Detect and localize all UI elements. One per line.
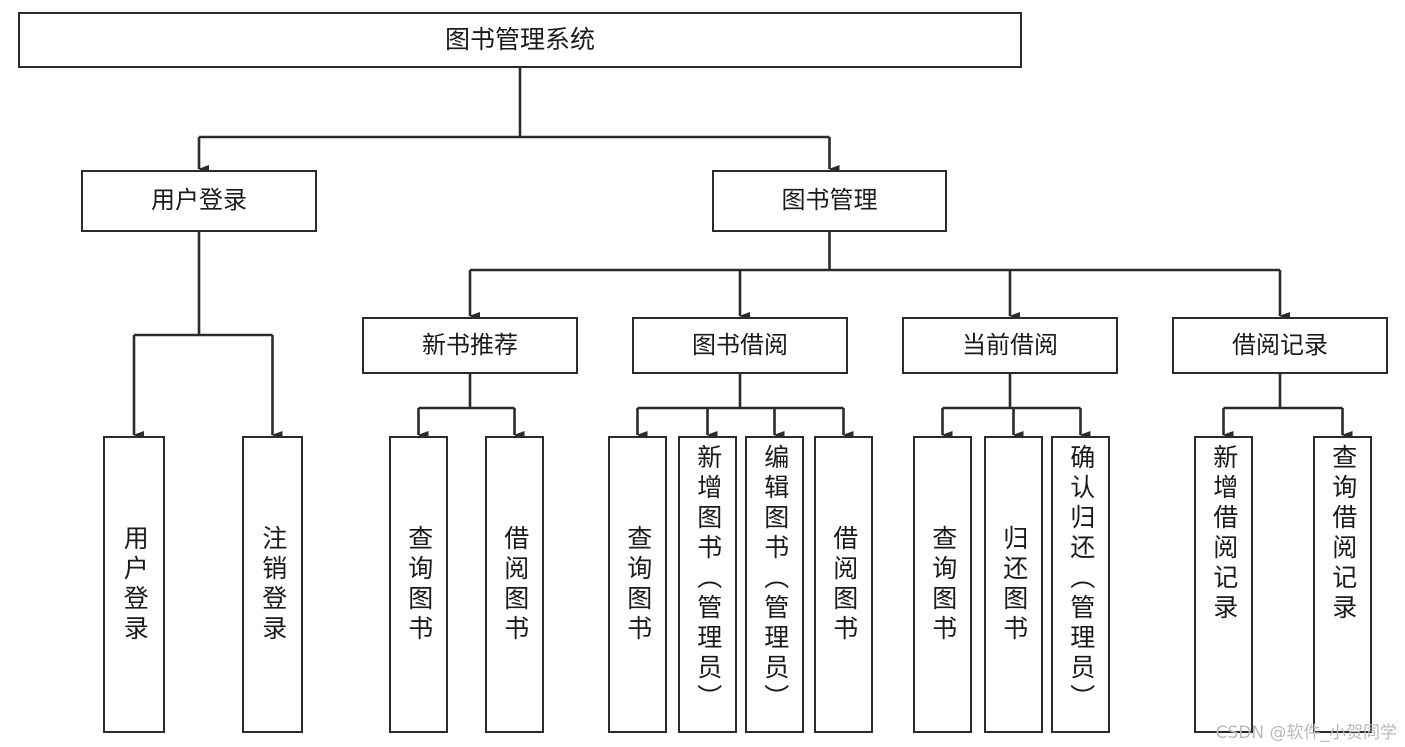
node-label-l4: 借阅图书 [500, 524, 530, 645]
node-label-l2: 注销登录 [258, 524, 288, 645]
node-l2[interactable]: 注销登录 [242, 436, 303, 733]
node-borrow[interactable]: 图书借阅 [632, 317, 848, 374]
node-label-l5: 查询图书 [623, 524, 653, 645]
node-l10[interactable]: 归还图书 [984, 436, 1043, 733]
connector-group [132, 68, 1353, 439]
node-l11[interactable]: 确认归还（管理员） [1051, 436, 1110, 733]
node-label-records: 借阅记录 [1232, 330, 1328, 359]
node-current[interactable]: 当前借阅 [902, 317, 1118, 374]
node-label-l7: 编辑图书（管理员） [760, 444, 790, 714]
node-label-l10: 归还图书 [999, 524, 1029, 645]
node-label-l9: 查询图书 [928, 524, 958, 645]
node-l3[interactable]: 查询图书 [389, 436, 448, 733]
node-label-l1: 用户登录 [120, 524, 150, 645]
node-label-current: 当前借阅 [962, 330, 1058, 359]
node-label-newbook: 新书推荐 [422, 330, 518, 359]
node-l4[interactable]: 借阅图书 [485, 436, 544, 733]
node-label-l11: 确认归还（管理员） [1066, 444, 1096, 714]
node-records[interactable]: 借阅记录 [1172, 317, 1388, 374]
node-label-l3: 查询图书 [404, 524, 434, 645]
node-root[interactable]: 图书管理系统 [18, 12, 1022, 68]
node-l7[interactable]: 编辑图书（管理员） [745, 436, 804, 733]
node-l13[interactable]: 查询借阅记录 [1313, 436, 1372, 733]
node-label-l12: 新增借阅记录 [1209, 444, 1239, 624]
node-l12[interactable]: 新增借阅记录 [1194, 436, 1253, 733]
node-login[interactable]: 用户登录 [81, 170, 317, 232]
node-label-bookmgr: 图书管理 [781, 186, 878, 215]
node-l1[interactable]: 用户登录 [103, 436, 165, 733]
node-label-borrow: 图书借阅 [692, 330, 788, 359]
node-label-login: 用户登录 [151, 186, 247, 215]
node-label-l13: 查询借阅记录 [1328, 444, 1358, 624]
node-l6[interactable]: 新增图书（管理员） [678, 436, 737, 733]
node-label-l6: 新增图书（管理员） [693, 444, 723, 714]
node-l9[interactable]: 查询图书 [913, 436, 972, 733]
node-l8[interactable]: 借阅图书 [814, 436, 873, 733]
node-newbook[interactable]: 新书推荐 [362, 317, 578, 374]
node-label-l8: 借阅图书 [829, 524, 859, 645]
node-l5[interactable]: 查询图书 [608, 436, 667, 733]
node-bookmgr[interactable]: 图书管理 [712, 170, 947, 232]
node-label-root: 图书管理系统 [444, 24, 595, 54]
